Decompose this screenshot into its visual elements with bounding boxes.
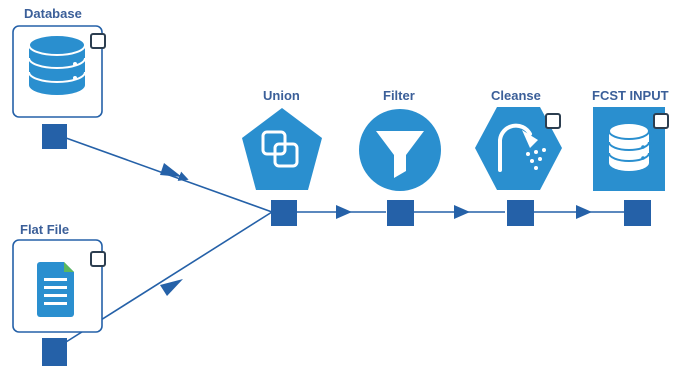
node-database[interactable]: [12, 25, 106, 149]
arrowheads: [160, 163, 592, 296]
cleanse-hexagon: [475, 107, 562, 190]
arrowhead-cleanse-fcst: [576, 205, 592, 219]
database-icon: [608, 122, 650, 171]
label-filter: Filter: [383, 88, 415, 103]
arrowhead-database-union: [160, 163, 182, 177]
output-anchor[interactable]: [42, 124, 67, 149]
output-anchor[interactable]: [387, 200, 414, 226]
comment-badge-icon[interactable]: [90, 33, 106, 49]
label-fcst-input: FCST INPUT: [592, 88, 669, 103]
document-icon: [37, 262, 74, 317]
output-anchor[interactable]: [507, 200, 534, 226]
input-anchor[interactable]: [624, 200, 651, 226]
label-flat-file: Flat File: [20, 222, 70, 237]
union-pentagon: [242, 108, 322, 190]
arrowhead-flatfile-union: [160, 279, 183, 296]
output-anchor[interactable]: [42, 338, 67, 366]
comment-badge-icon[interactable]: [653, 113, 669, 129]
node-filter[interactable]: [359, 109, 441, 226]
label-cleanse: Cleanse: [491, 88, 541, 103]
node-fcst-input[interactable]: [593, 107, 669, 226]
union-icon: [261, 130, 299, 168]
arrowhead-filter-cleanse: [454, 205, 470, 219]
database-icon: [28, 34, 86, 95]
node-flat-file[interactable]: [12, 239, 106, 366]
comment-badge-icon[interactable]: [90, 251, 106, 267]
funnel-icon: [376, 131, 424, 178]
node-cleanse[interactable]: [475, 107, 562, 226]
label-database: Database: [24, 6, 82, 21]
label-union: Union: [263, 88, 300, 103]
comment-badge-icon[interactable]: [545, 113, 561, 129]
node-union[interactable]: [242, 108, 322, 226]
arrowhead-union-filter: [336, 205, 352, 219]
output-anchor[interactable]: [271, 200, 297, 226]
shower-icon: [498, 123, 546, 172]
